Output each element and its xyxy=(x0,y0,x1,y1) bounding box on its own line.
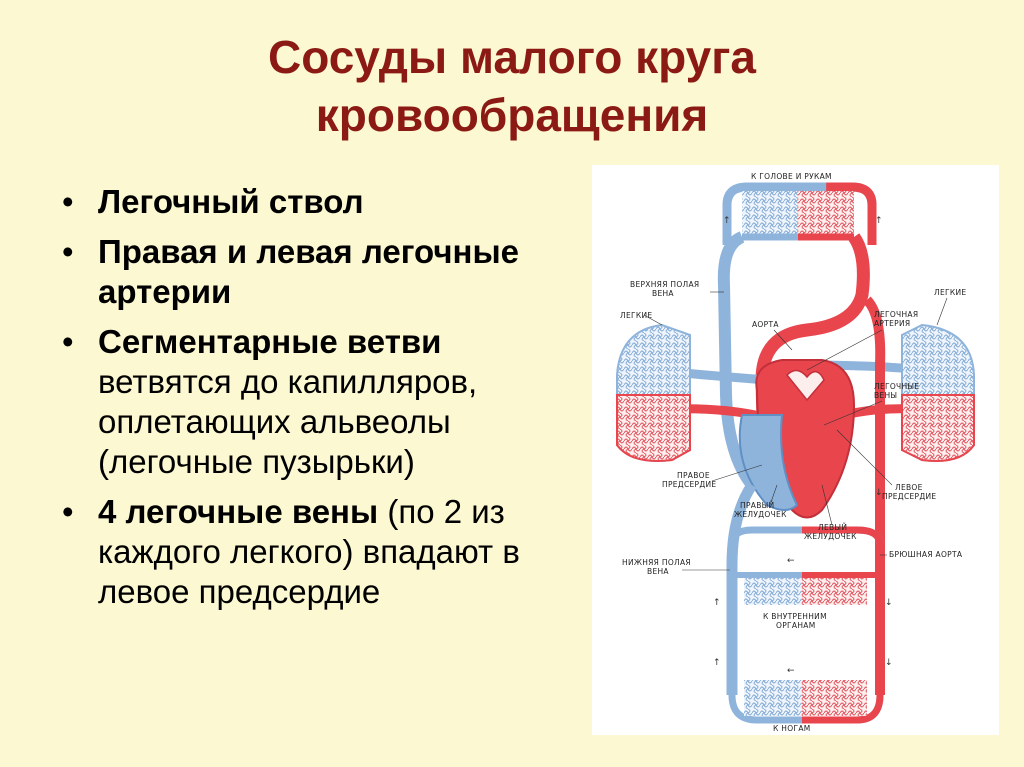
label-internal-1: К ВНУТРЕННИМ xyxy=(763,612,827,621)
bullet-item: Сегментарные ветви ветвятся до капилляро… xyxy=(62,322,582,482)
label-right-atrium-1: ПРАВОЕ xyxy=(677,471,710,480)
svg-text:←: ← xyxy=(787,666,795,676)
head-capillary-loop xyxy=(722,182,877,245)
label-lungs-right: ЛЕГКИЕ xyxy=(934,288,966,297)
label-left-ventricle-2: ЖЕЛУДОЧЕК xyxy=(804,532,857,541)
label-pulm-veins-1: ЛЕГОЧНЫЕ xyxy=(874,382,919,391)
aortic-arch xyxy=(755,233,870,466)
internal-organs-loop xyxy=(728,526,884,605)
label-lungs-left: ЛЕГКИЕ xyxy=(620,311,652,320)
circulation-svg: ↑ ↑ ↓ ↑ ↓ ↑ ↓ ← ← К ГОЛОВЕ И РУКАМ ВЕРХН… xyxy=(616,172,975,733)
svg-text:↓: ↓ xyxy=(885,658,893,668)
inferior-vena-cava xyxy=(726,481,757,695)
label-internal-2: ОРГАНАМ xyxy=(776,621,815,630)
right-lung xyxy=(901,323,975,462)
label-pulm-veins-2: ВЕНЫ xyxy=(874,391,897,400)
bullet-list: Легочный ствол Правая и левая легочные а… xyxy=(62,182,582,622)
bullet-bold-text: 4 легочные вены xyxy=(98,493,379,530)
label-ivc-2: ВЕНА xyxy=(647,567,669,576)
label-ivc-1: НИЖНЯЯ ПОЛАЯ xyxy=(622,558,691,567)
bullet-item: Легочный ствол xyxy=(62,182,582,222)
title-line-1: Сосуды малого круга xyxy=(268,31,756,83)
svg-text:←: ← xyxy=(787,556,795,566)
label-right-atrium-2: ПРЕДСЕРДИЕ xyxy=(662,480,716,489)
circulation-diagram: ↑ ↑ ↓ ↑ ↓ ↑ ↓ ← ← К ГОЛОВЕ И РУКАМ ВЕРХН… xyxy=(592,165,999,735)
label-pulm-artery-2: АРТЕРИЯ xyxy=(874,319,910,328)
label-abdominal-aorta: БРЮШНАЯ АОРТА xyxy=(889,550,963,559)
bullet-normal-text: ветвятся до капилляров, оплетающих альве… xyxy=(98,363,478,480)
label-left-atrium-1: ЛЕВОЕ xyxy=(895,483,923,492)
bullet-normal-text: (по 2 из каждого легкого) впадают в лево… xyxy=(98,493,520,610)
superior-vena-cava xyxy=(717,231,757,489)
title-line-2: кровообращения xyxy=(315,89,709,141)
flow-arrows: ↑ ↑ ↓ ↑ ↓ ↑ ↓ ← ← xyxy=(713,216,893,676)
label-svc-1: ВЕРХНЯЯ ПОЛАЯ xyxy=(630,280,699,289)
label-svc-2: ВЕНА xyxy=(652,289,674,298)
bullet-bold-text: Легочный ствол xyxy=(98,183,364,220)
svg-text:↑: ↑ xyxy=(875,216,883,226)
heart xyxy=(738,359,856,519)
label-legs: К НОГАМ xyxy=(773,724,811,733)
descending-aorta xyxy=(863,296,886,695)
svg-text:↑: ↑ xyxy=(713,658,721,668)
bullet-item: Правая и левая легочные артерии xyxy=(62,232,582,312)
leader-lines xyxy=(643,291,948,571)
left-lung xyxy=(616,323,691,462)
label-left-atrium-2: ПРЕДСЕРДИЕ xyxy=(882,492,936,501)
slide-title: Сосуды малого круга кровообращения xyxy=(0,28,1024,144)
bullet-bold-text: Сегментарные ветви xyxy=(98,323,442,360)
svg-text:↑: ↑ xyxy=(713,598,721,608)
label-aorta: АОРТА xyxy=(752,320,779,329)
label-left-ventricle-1: ЛЕВЫЙ xyxy=(818,523,847,532)
label-pulm-artery-1: ЛЕГОЧНАЯ xyxy=(874,310,918,319)
legs-loop xyxy=(728,680,884,724)
label-right-ventricle-2: ЖЕЛУДОЧЕК xyxy=(734,510,787,519)
svg-text:↑: ↑ xyxy=(723,216,731,226)
svg-text:↓: ↓ xyxy=(875,488,883,498)
bullet-bold-text: Правая и левая легочные артерии xyxy=(98,233,519,310)
label-head-arms: К ГОЛОВЕ И РУКАМ xyxy=(751,172,832,181)
bullet-item: 4 легочные вены (по 2 из каждого легкого… xyxy=(62,492,582,612)
svg-text:↓: ↓ xyxy=(885,598,893,608)
label-right-ventricle-1: ПРАВЫЙ xyxy=(740,501,774,510)
